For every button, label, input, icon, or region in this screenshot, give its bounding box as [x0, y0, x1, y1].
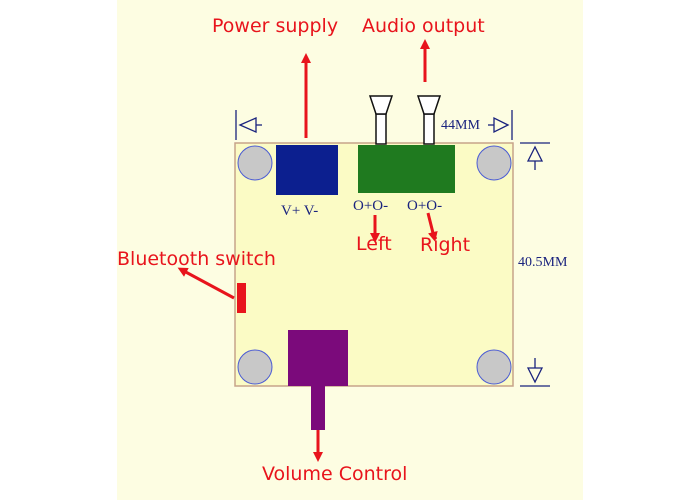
speaker-icon	[416, 95, 442, 145]
audio-output-connector	[358, 145, 455, 193]
volume-shaft	[311, 386, 325, 430]
right-channel-pin-labels: O+O-	[407, 198, 443, 214]
bluetooth-switch	[237, 283, 246, 313]
mount-hole-top-left	[237, 145, 273, 181]
power-supply-label: Power supply	[212, 15, 339, 37]
right-channel-label: Right	[420, 234, 471, 256]
mount-hole-bottom-left	[237, 349, 273, 385]
speaker-icon	[368, 95, 394, 145]
left-channel-pin-labels: O+O-	[353, 198, 389, 214]
arrow-icon	[426, 212, 438, 242]
height-dimension-marker-bottom	[520, 358, 550, 387]
audio-output-label: Audio output	[362, 15, 485, 37]
mount-hole-top-right	[476, 145, 512, 181]
left-channel-label: Left	[356, 233, 392, 255]
width-dimension-marker-left	[235, 110, 262, 140]
volume-control-label: Volume Control	[262, 463, 408, 485]
volume-knob	[288, 330, 348, 386]
height-dimension-label: 40.5MM	[518, 255, 568, 270]
bluetooth-switch-label: Bluetooth switch	[117, 248, 276, 270]
width-dimension-marker-right	[488, 110, 513, 140]
power-connector	[276, 145, 338, 195]
height-dimension-marker-top	[520, 142, 550, 170]
arrow-icon	[177, 267, 235, 300]
mount-hole-bottom-right	[476, 349, 512, 385]
power-pin-labels: V+ V-	[281, 203, 319, 219]
width-dimension-label: 44MM	[441, 118, 480, 133]
